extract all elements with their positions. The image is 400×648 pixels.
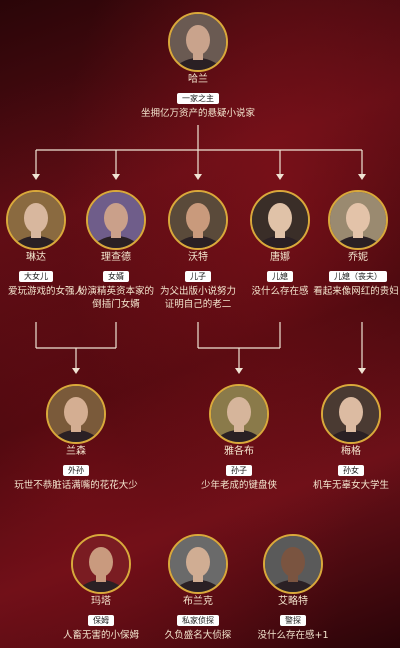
person-marta: 玛塔 保姆 人畜无害的小保姆 (41, 534, 161, 642)
name-elliott: 艾略特 (278, 596, 308, 607)
desc-jacob: 少年老成的键盘侠 (200, 480, 277, 491)
portrait-marta (71, 534, 131, 594)
name-walt: 沃特 (188, 252, 208, 263)
portrait-image (330, 192, 386, 248)
portrait-image (88, 192, 144, 248)
role-badge-linda: 大女儿 (19, 271, 53, 282)
role-badge-jacob: 孙子 (226, 465, 252, 476)
desc-linda: 爱玩游戏的女强人 (7, 286, 84, 297)
role-badge-donna: 儿媳 (267, 271, 293, 282)
name-joni: 乔妮 (348, 252, 368, 263)
person-richard: 理查德 女婿 扮演精英资本家的倒插门女婿 (76, 190, 156, 311)
role-badge-harlan: 一家之主 (177, 93, 219, 104)
portrait-richard (86, 190, 146, 250)
portrait-harlan (168, 12, 228, 72)
portrait-image (323, 386, 379, 442)
desc-harlan: 坐拥亿万资产的悬疑小说家 (140, 108, 255, 119)
desc-richard: 扮演精英资本家的倒插门女婿 (77, 286, 154, 310)
portrait-jacob (209, 384, 269, 444)
portrait-linda (6, 190, 66, 250)
role-badge-meg: 孙女 (338, 465, 364, 476)
arrowhead-joni (358, 174, 366, 180)
portrait-image (170, 14, 226, 70)
desc-meg: 机车无辜女大学生 (312, 480, 389, 491)
desc-elliott: 没什么存在感+1 (257, 630, 329, 641)
person-jacob: 雅各布 孙子 少年老成的键盘侠 (179, 384, 299, 492)
portrait-image (48, 386, 104, 442)
portrait-blanc (168, 534, 228, 594)
arrowhead-jacob (235, 368, 243, 374)
person-linda: 琳达 大女儿 爱玩游戏的女强人 (0, 190, 96, 298)
role-badge-elliott: 警探 (280, 615, 306, 626)
desc-marta: 人畜无害的小保姆 (62, 630, 139, 641)
arrowhead-walt (194, 174, 202, 180)
portrait-walt (168, 190, 228, 250)
portrait-donna (250, 190, 310, 250)
role-badge-walt: 儿子 (185, 271, 211, 282)
portrait-image (170, 192, 226, 248)
arrowhead-donna (276, 174, 284, 180)
person-meg: 梅格 孙女 机车无辜女大学生 (302, 384, 400, 492)
desc-donna: 没什么存在感 (251, 286, 309, 297)
role-badge-ransom: 外孙 (63, 465, 89, 476)
portrait-image (211, 386, 267, 442)
portrait-ransom (46, 384, 106, 444)
role-badge-marta: 保姆 (88, 615, 114, 626)
portrait-image (170, 536, 226, 592)
role-badge-joni: 儿媳（丧夫） (329, 271, 387, 282)
role-badge-blanc: 私家侦探 (177, 615, 219, 626)
name-harlan: 哈兰 (188, 74, 208, 85)
role-badge-richard: 女婿 (103, 271, 129, 282)
arrowhead-linda (32, 174, 40, 180)
name-meg: 梅格 (341, 446, 361, 457)
name-marta: 玛塔 (91, 596, 111, 607)
portrait-elliott (263, 534, 323, 594)
person-donna: 唐娜 儿媳 没什么存在感 (240, 190, 320, 298)
name-ransom: 兰森 (66, 446, 86, 457)
person-harlan: 哈兰 一家之主 坐拥亿万资产的悬疑小说家 (138, 12, 258, 120)
desc-joni: 看起来像网红的贵妇 (313, 286, 399, 297)
name-jacob: 雅各布 (224, 446, 254, 457)
name-blanc: 布兰克 (183, 596, 213, 607)
person-walt: 沃特 儿子 为父出版小说努力证明自己的老二 (158, 190, 238, 311)
portrait-image (265, 536, 321, 592)
arrowhead-ransom (72, 368, 80, 374)
name-donna: 唐娜 (270, 252, 290, 263)
person-joni: 乔妮 儿媳（丧夫） 看起来像网红的贵妇 (313, 190, 400, 298)
person-elliott: 艾略特 警探 没什么存在感+1 (233, 534, 353, 642)
name-richard: 理查德 (101, 252, 131, 263)
desc-walt: 为父出版小说努力证明自己的老二 (159, 286, 236, 310)
name-linda: 琳达 (26, 252, 46, 263)
portrait-image (8, 192, 64, 248)
arrowhead-meg (358, 368, 366, 374)
person-ransom: 兰森 外孙 玩世不恭脏话满嘴的花花大少 (6, 384, 146, 492)
portrait-image (73, 536, 129, 592)
portrait-meg (321, 384, 381, 444)
portrait-image (252, 192, 308, 248)
desc-ransom: 玩世不恭脏话满嘴的花花大少 (14, 480, 138, 491)
person-blanc: 布兰克 私家侦探 久负盛名大侦探 (138, 534, 258, 642)
arrowhead-richard (112, 174, 120, 180)
desc-blanc: 久负盛名大侦探 (164, 630, 232, 641)
portrait-joni (328, 190, 388, 250)
